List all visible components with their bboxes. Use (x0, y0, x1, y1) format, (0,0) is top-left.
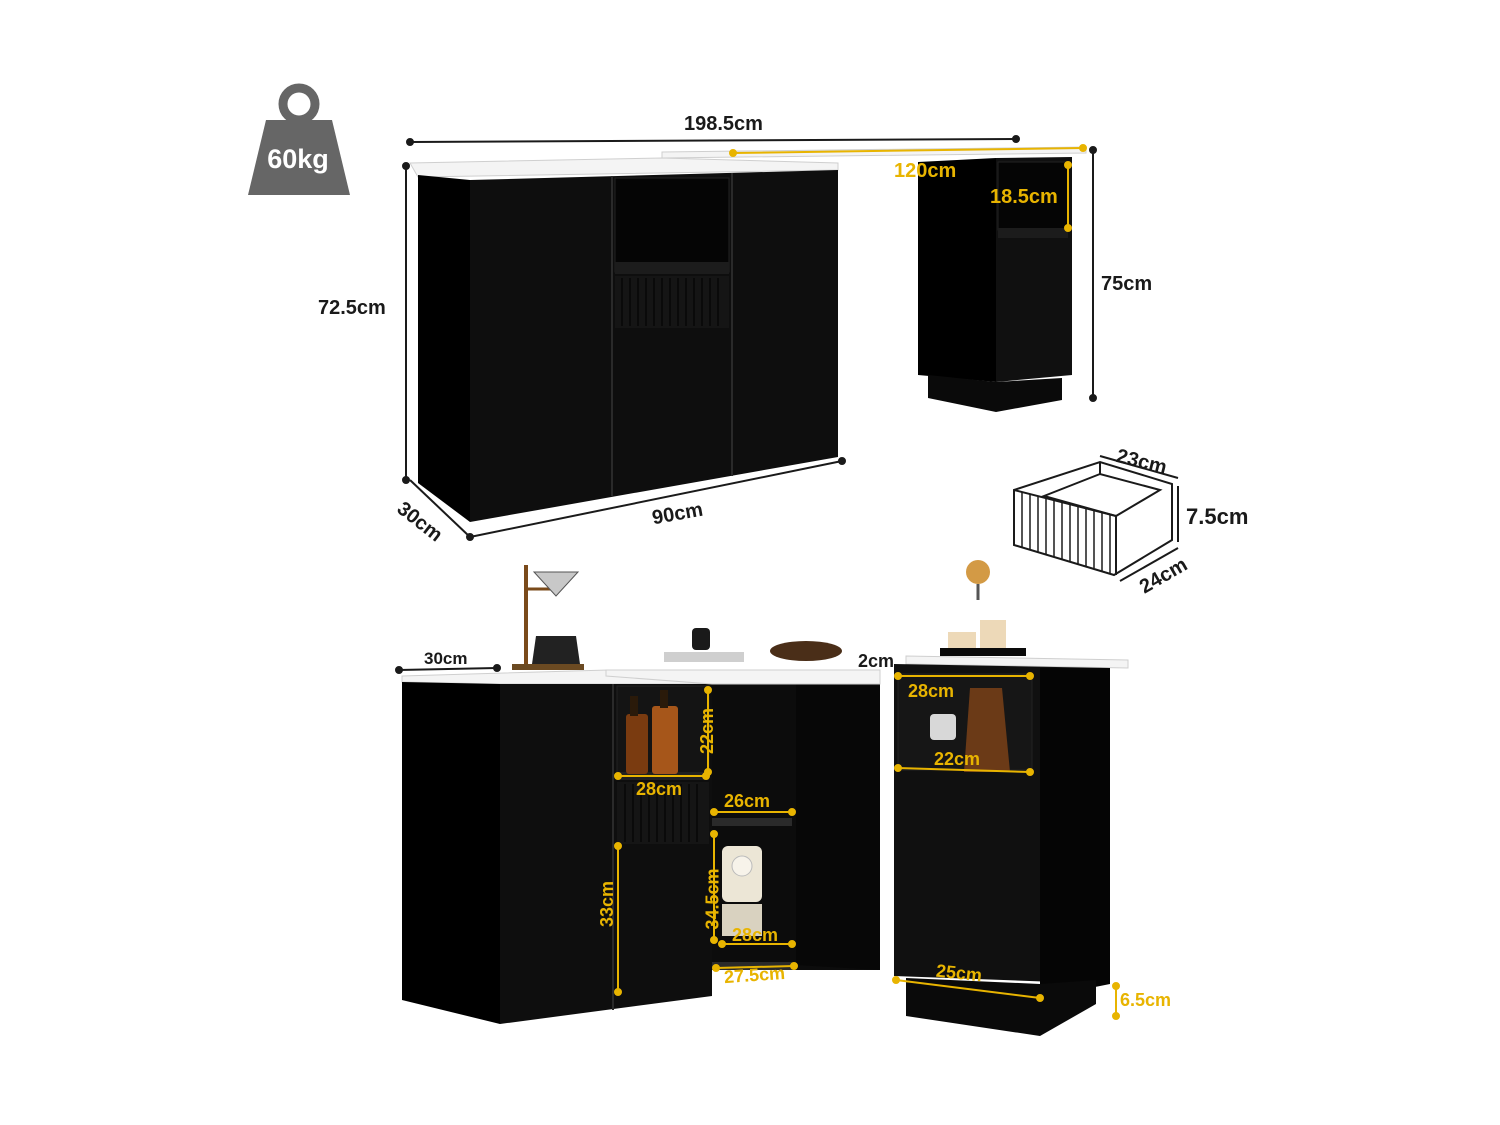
left-niche-width-label: 28cm (636, 779, 683, 799)
bottom-side-cabinet (894, 655, 1129, 1036)
right-niche-depth-label: 22cm (934, 749, 981, 769)
weight-icon (248, 83, 350, 195)
inner-depth-label: 27.5cm (723, 962, 786, 988)
decor-items (512, 560, 1026, 670)
top-side-cabinet (661, 146, 1087, 412)
top-dimension-lines (402, 135, 1097, 541)
bottom-accent-lines (614, 672, 1120, 1020)
top-accent-lines (729, 144, 1087, 232)
total-width-label: 198.5cm (684, 113, 763, 135)
right-height-label: 75cm (1101, 273, 1153, 295)
top-main-cabinet (409, 157, 839, 522)
extension-top-label: 120cm (894, 160, 957, 182)
niche-height-label: 18.5cm (990, 186, 1058, 208)
right-base-width-label: 25cm (935, 960, 983, 986)
left-door-height-label: 33cm (597, 880, 618, 928)
drawer-sketch (1013, 455, 1179, 582)
bottom-dimension-lines (395, 664, 501, 674)
inner-width-label: 28cm (732, 925, 779, 945)
bottom-main-cabinet (401, 669, 881, 1024)
gap-label: 2cm (858, 651, 895, 671)
bottom-depth-label: 30cm (424, 649, 468, 668)
weight-label: 60kg (267, 144, 329, 174)
inner-height-label: 34.5cm (702, 868, 723, 930)
drawer-height-label: 7.5cm (1186, 504, 1249, 529)
plinth-height-label: 6.5cm (1120, 990, 1172, 1010)
left-height-label: 72.5cm (318, 297, 386, 319)
left-niche-height-label: 22cm (697, 707, 718, 755)
right-niche-width-label: 28cm (908, 681, 955, 701)
shelf-width-label: 26cm (724, 791, 771, 811)
